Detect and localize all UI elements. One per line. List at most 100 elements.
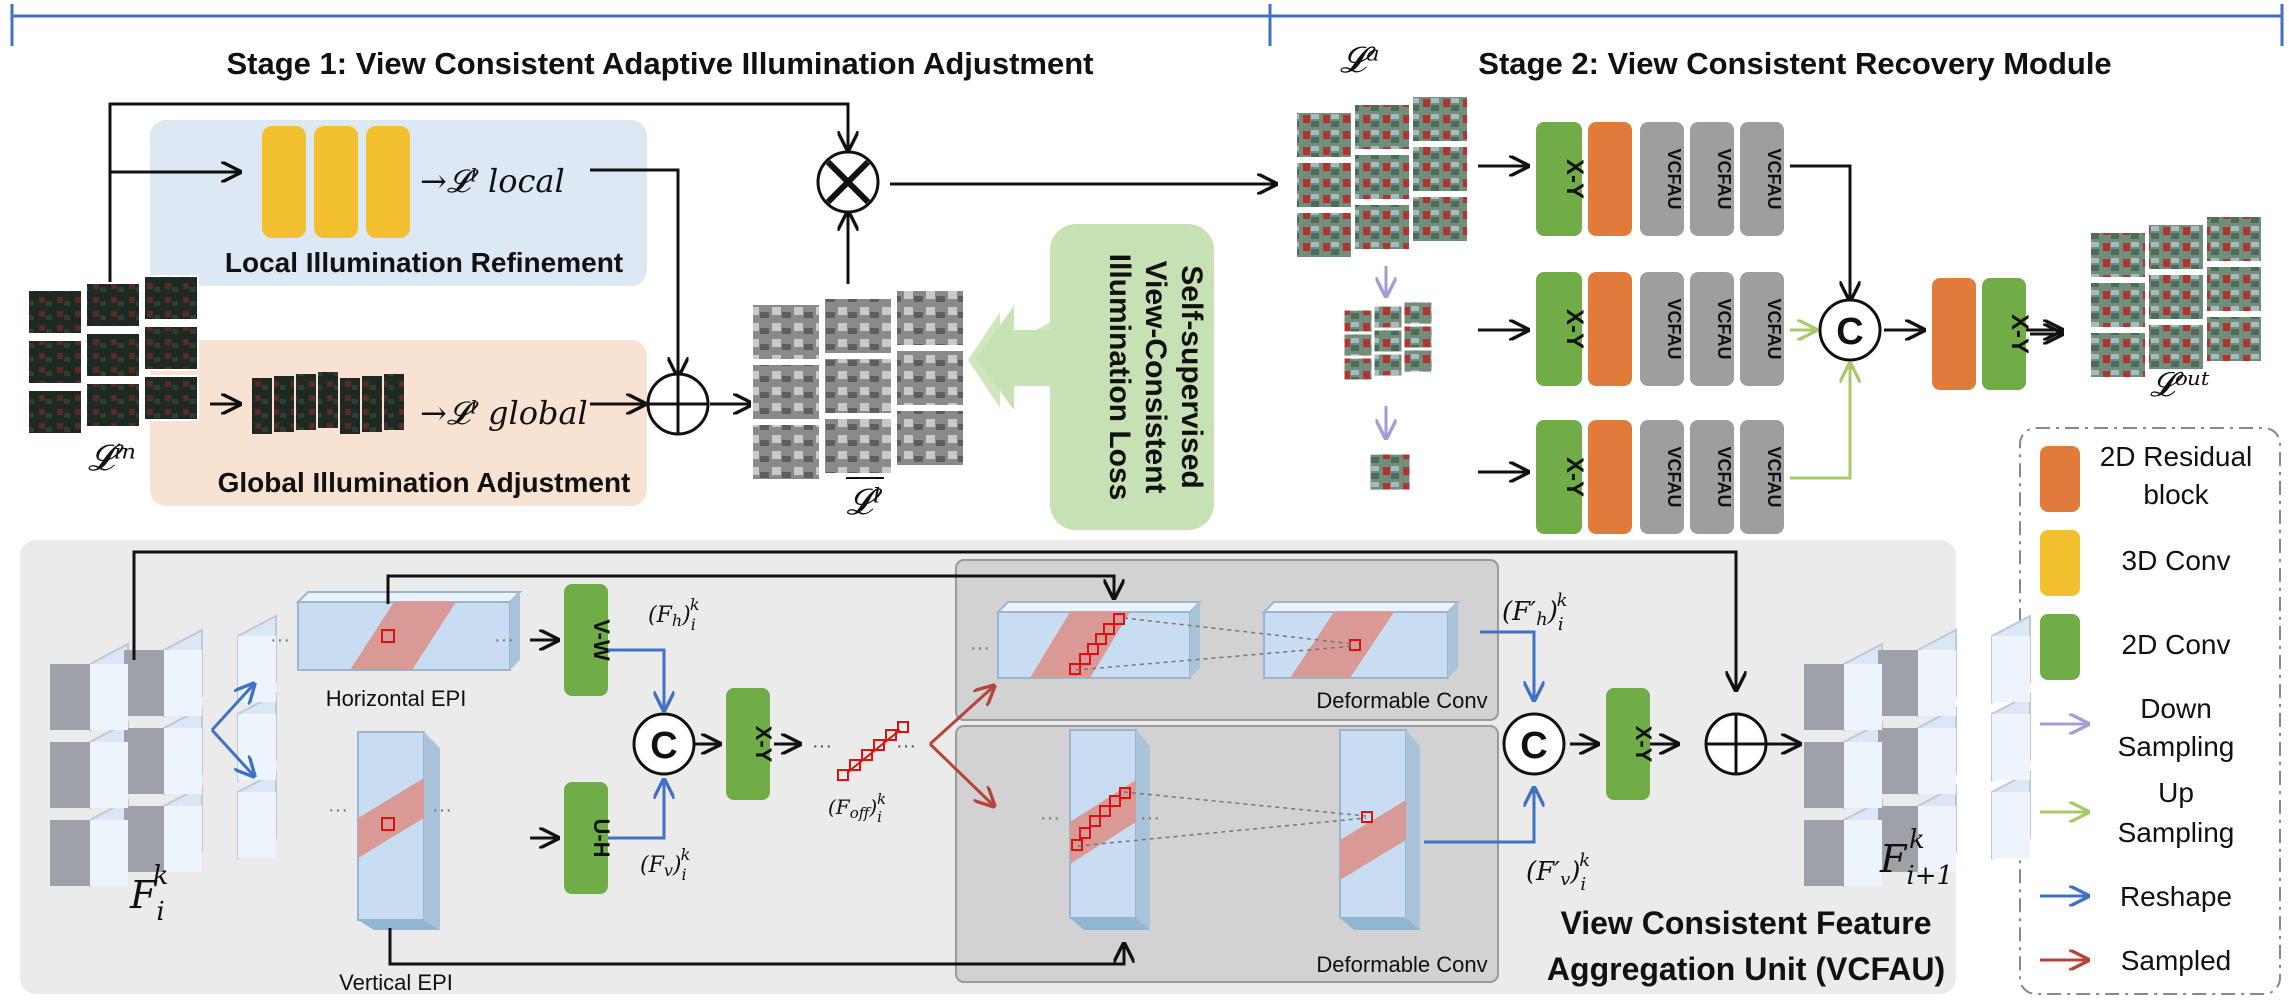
- global-adjustment-label: Global Illumination Adjustment: [218, 467, 631, 498]
- svg-text:···: ···: [270, 629, 290, 651]
- downsampled-image-2: [1369, 453, 1411, 491]
- svg-text:Reshape: Reshape: [2120, 881, 2232, 912]
- svg-text:···: ···: [432, 799, 452, 821]
- svg-text:X-Y: X-Y: [1561, 457, 1588, 497]
- horizontal-epi: ··· ···: [270, 591, 523, 671]
- l-a-label: 𝓛ᵃ: [1340, 40, 1380, 81]
- offset-points: [837, 721, 909, 781]
- fv-label: (Fv)ik: [640, 845, 690, 884]
- deformable-panel-top: [955, 559, 1499, 721]
- svg-text:Illumination Loss: Illumination Loss: [1103, 254, 1136, 501]
- adjusted-light-field-image: [1295, 95, 1469, 259]
- vcfau-xy-block-2: [1606, 688, 1650, 800]
- stage-rulers: [10, 4, 2284, 46]
- svg-text:···: ···: [494, 629, 514, 651]
- deformable-horizontal-epi-sampled: ···: [970, 601, 1203, 679]
- svg-text:VCFAU: VCFAU: [1714, 298, 1734, 359]
- vertical-epi: ··· ···: [328, 731, 452, 930]
- l-out-label: 𝓛ᵒᵘᵗ: [2150, 365, 2210, 405]
- svg-text:···: ···: [970, 637, 990, 659]
- concat-operator-vcfau-2: C: [1502, 712, 1566, 776]
- svg-text:Sampling: Sampling: [2118, 731, 2235, 762]
- deformable-vertical-epi-sampled: ··· ···: [1040, 729, 1160, 930]
- 3d-conv-blocks: [262, 126, 410, 238]
- svg-text:···: ···: [896, 735, 916, 757]
- feature-cube-fi1: [1804, 614, 2031, 888]
- legend-swatch-residual: [2040, 446, 2080, 512]
- add-operator-stage1: [646, 372, 710, 436]
- sampled-arrows: [928, 686, 994, 806]
- vcfau-xy-block-1: [726, 688, 770, 800]
- global-feature-strip: [252, 372, 404, 434]
- vcfau-title-line2: Aggregation Unit (VCFAU): [1547, 951, 1945, 987]
- loss-label: Self-supervised View-Consistent Illumina…: [1103, 254, 1208, 501]
- svg-text:···: ···: [1040, 807, 1060, 829]
- fh-prime-label: (F′h)ik: [1502, 590, 1568, 635]
- stage2-residual-block: [1932, 278, 1976, 390]
- deformable-vertical-epi-output: [1077, 729, 1420, 930]
- svg-text:3D Conv: 3D Conv: [2122, 545, 2231, 576]
- svg-text:V-W: V-W: [589, 619, 614, 661]
- svg-text:VCFAU: VCFAU: [1764, 148, 1784, 209]
- concat-operator-vcfau-1: C: [632, 712, 696, 776]
- legend: 2D Residual block 3D Conv 2D Conv Down S…: [2040, 441, 2252, 976]
- svg-text:Sampling: Sampling: [2118, 817, 2235, 848]
- svg-text:VCFAU: VCFAU: [1714, 148, 1734, 209]
- svg-text:X-Y: X-Y: [1631, 726, 1656, 763]
- multiply-operator: [816, 150, 880, 214]
- svg-text:C: C: [1836, 311, 1863, 353]
- fh-label: (Fh)ik: [648, 595, 700, 634]
- l-bar-label: 𝓛ˡ: [847, 482, 883, 523]
- svg-text:C: C: [650, 725, 677, 767]
- svg-text:X-Y: X-Y: [1561, 309, 1588, 349]
- input-light-field-image: [27, 275, 199, 435]
- fi-label: Fik: [129, 861, 168, 927]
- fi1-label: Fi+1k: [1879, 825, 1953, 891]
- legend-swatch-3dconv: [2040, 530, 2080, 596]
- svg-text:block: block: [2143, 479, 2209, 510]
- svg-text:···: ···: [1140, 807, 1160, 829]
- svg-text:VCFAU: VCFAU: [1714, 446, 1734, 507]
- illumination-loss-box: [1050, 224, 1214, 530]
- vcfau-reshape-arrows: [608, 630, 1534, 844]
- add-operator-vcfau: [1704, 712, 1768, 776]
- svg-text:C: C: [1520, 725, 1547, 767]
- l-global-label: →𝓛ˡ global: [420, 394, 588, 432]
- svg-text:Sampled: Sampled: [2121, 945, 2232, 976]
- svg-text:VCFAU: VCFAU: [1764, 446, 1784, 507]
- illumination-map-image: [751, 289, 965, 481]
- svg-text:View-Consistent: View-Consistent: [1139, 261, 1172, 494]
- vertical-epi-label: Vertical EPI: [339, 970, 453, 995]
- svg-text:2D Residual: 2D Residual: [2100, 441, 2253, 472]
- stage1-arrows: [108, 102, 1276, 404]
- legend-swatch-2dconv: [2040, 614, 2080, 680]
- svg-text:2D Conv: 2D Conv: [2122, 629, 2231, 660]
- svg-text:X-Y: X-Y: [751, 726, 776, 763]
- svg-text:VCFAU: VCFAU: [1664, 148, 1684, 209]
- concat-operator-stage2: C: [1818, 298, 1882, 362]
- branch-row-3: X-Y VCFAU VCFAU VCFAU: [1536, 420, 1784, 534]
- output-light-field-image: [2089, 215, 2263, 379]
- svg-text:Down: Down: [2140, 693, 2212, 724]
- vw-conv-block: [564, 584, 608, 696]
- reshape-fork: [210, 684, 254, 776]
- uh-conv-block: [564, 782, 608, 894]
- svg-text:···: ···: [328, 799, 348, 821]
- svg-text:VCFAU: VCFAU: [1764, 298, 1784, 359]
- deformable-conv-label-bottom: Deformable Conv: [1316, 952, 1487, 977]
- branch-row-2: X-Y VCFAU VCFAU VCFAU: [1536, 272, 1784, 386]
- horizontal-epi-label: Horizontal EPI: [326, 686, 467, 711]
- deformable-conv-label-top: Deformable Conv: [1316, 688, 1487, 713]
- branch-row-1: X-Y VCFAU VCFAU VCFAU: [1536, 122, 1784, 236]
- svg-text:Self-supervised: Self-supervised: [1175, 265, 1208, 488]
- svg-text:X-Y: X-Y: [2006, 314, 2033, 354]
- stage2-output-xy: [1982, 278, 2026, 390]
- deformable-horizontal-epi-output: [1075, 601, 1461, 679]
- fv-prime-label: (F′v)ik: [1526, 850, 1590, 895]
- l-in-label: 𝓛ⁱⁿ: [88, 438, 136, 479]
- stage1-title: Stage 1: View Consistent Adaptive Illumi…: [227, 46, 1094, 81]
- feature-cube-fi: [50, 614, 277, 888]
- vcfau-black-arrows: [132, 550, 1800, 966]
